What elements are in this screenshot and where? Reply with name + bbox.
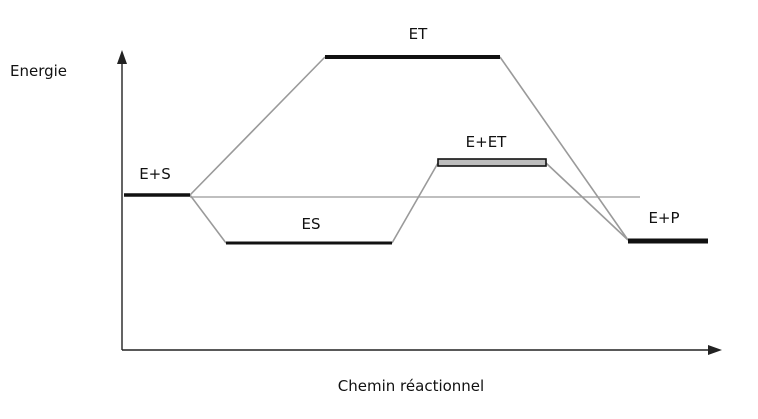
label-eet: E+ET: [466, 133, 508, 151]
label-ep: E+P: [648, 209, 679, 227]
level-eet: [437, 158, 547, 167]
connector-eet-to-ep: [545, 162, 629, 241]
y-axis-arrowhead: [117, 50, 127, 64]
x-axis-arrowhead: [708, 345, 722, 355]
label-es-start: E+S: [139, 165, 171, 183]
connector-es-complex-to-eet: [391, 162, 439, 244]
x-axis-label: Chemin réactionnel: [338, 377, 484, 395]
y-axis-label: Energie: [10, 62, 67, 80]
connector-es-to-es-complex: [189, 194, 227, 244]
label-es-complex: ES: [302, 215, 321, 233]
label-et: ET: [409, 25, 428, 43]
connector-et-to-ep: [499, 56, 629, 241]
connector-es-to-et: [189, 56, 326, 196]
